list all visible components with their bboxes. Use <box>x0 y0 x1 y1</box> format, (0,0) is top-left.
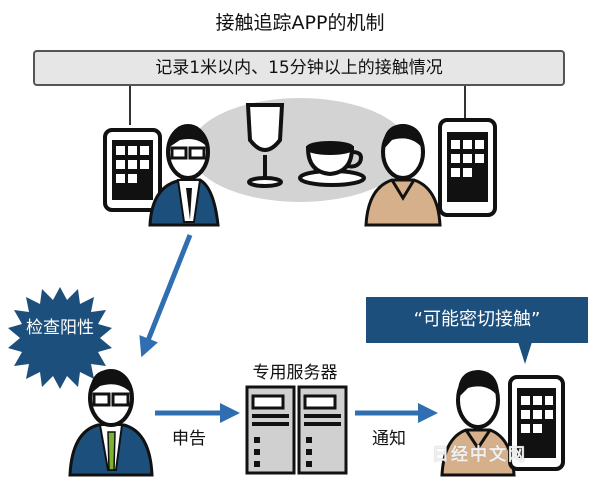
close-contact-speech-bubble: “可能密切接触” <box>366 297 588 343</box>
left-phone-icon <box>103 128 162 212</box>
right-phone-icon <box>438 118 497 217</box>
coffee-cup-icon <box>298 141 366 187</box>
positive-test-label: 检查阳性 <box>26 318 94 338</box>
diagram-title: 接触追踪APP的机制 <box>215 12 385 34</box>
report-label: 申告 <box>172 429 206 449</box>
watermark: 日经中文网 <box>432 445 527 465</box>
wine-glass-icon <box>245 103 285 188</box>
man-icon <box>364 124 442 227</box>
notified-man-icon <box>440 370 516 477</box>
contact-record-banner: 记录1米以内、15分钟以上的接触情况 <box>33 50 565 86</box>
notify-label: 通知 <box>372 429 406 449</box>
positive-man-icon <box>68 369 154 477</box>
server-label: 专用服务器 <box>252 363 338 383</box>
table-ellipse <box>190 98 410 202</box>
banner-connectors <box>129 86 466 125</box>
diagonal-arrow <box>139 234 193 358</box>
starburst-badge <box>8 287 112 389</box>
bubble-tail <box>518 342 532 364</box>
man-with-glasses-icon <box>148 124 220 227</box>
server-icon <box>245 385 348 475</box>
notified-phone-icon <box>508 375 565 471</box>
